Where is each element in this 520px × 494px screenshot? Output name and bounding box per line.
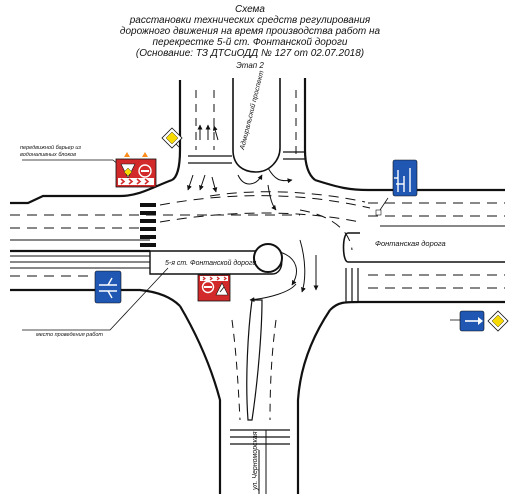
sign-group-north-west bbox=[115, 152, 157, 188]
scheme-subtitle-2: дорожного движения на время производства… bbox=[119, 26, 381, 37]
chornomorskaya-street bbox=[179, 299, 331, 494]
traffic-arrows bbox=[187, 124, 319, 303]
admiral-avenue-label: Адмиральский проспект bbox=[238, 70, 266, 152]
scheme-title: Схема bbox=[235, 4, 265, 15]
barrier-note-line-1: передвижной барьер из bbox=[20, 144, 81, 151]
station-island bbox=[149, 243, 283, 275]
through-lanes bbox=[159, 191, 371, 251]
scheme-subtitle-3: перекрестке 5-й ст. Фонтанской дороги bbox=[152, 37, 348, 48]
work-site-callout bbox=[22, 267, 169, 331]
scheme-stage: Этап 2 bbox=[236, 61, 264, 70]
admiral-avenue bbox=[171, 78, 316, 181]
barrier-note-line-2: водоналивных блоков bbox=[20, 152, 76, 158]
lane-direction-icon bbox=[375, 159, 418, 216]
scheme-basis: (Основание: ТЗ ДТСиОДД № 127 от 02.07.20… bbox=[135, 48, 365, 59]
scheme-subtitle-1: расстановки технических средств регулиро… bbox=[129, 15, 371, 26]
chornomorskaya-label: ул. Черноморская bbox=[252, 431, 259, 491]
priority-road-icon bbox=[161, 127, 183, 149]
work-site-label: место проведения работ bbox=[36, 332, 103, 338]
station-label: 5-я ст. Фонтанской дороги bbox=[165, 259, 256, 267]
crosswalk-east bbox=[345, 268, 359, 302]
lane-turn-east-icon bbox=[450, 310, 509, 332]
water-barrier bbox=[22, 159, 121, 167]
lane-direction-west-icon bbox=[94, 270, 122, 304]
crosswalk-north bbox=[188, 151, 306, 164]
fontanskaya-road-label: Фонтанская дорога bbox=[375, 239, 446, 248]
fontanskaya-road-east bbox=[314, 178, 505, 311]
crosswalk-west bbox=[140, 203, 156, 247]
sign-group-south-west bbox=[197, 274, 231, 302]
